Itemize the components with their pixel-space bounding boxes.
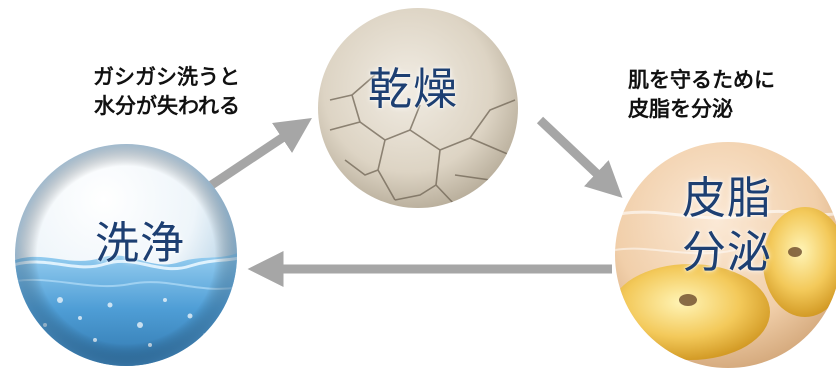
arrows <box>201 116 623 287</box>
sebum-label: 皮脂 分泌 <box>617 172 836 280</box>
caption-right-line2: 皮脂を分泌 <box>628 97 733 121</box>
sebum-label-line2: 分泌 <box>682 227 772 278</box>
caption-dry-to-sebum: 肌を守るために 皮脂を分泌 <box>628 66 775 124</box>
dry-circle <box>318 8 518 208</box>
arrow-dry-to-sebum <box>536 116 623 198</box>
dry-label: 乾燥 <box>368 64 458 115</box>
caption-left-line2: 水分が失われる <box>94 94 240 118</box>
caption-left-line1: ガシガシ洗うと <box>93 65 240 89</box>
sebum-label-line1: 皮脂 <box>682 173 772 224</box>
caption-right-line1: 肌を守るために <box>628 68 775 92</box>
wash-label: 洗浄 <box>95 218 185 269</box>
wash-circle <box>15 144 237 366</box>
caption-wash-to-dry: ガシガシ洗うと 水分が失われる <box>20 63 240 121</box>
sebum-circle <box>615 142 836 368</box>
arrow-wash-to-dry <box>201 118 312 194</box>
